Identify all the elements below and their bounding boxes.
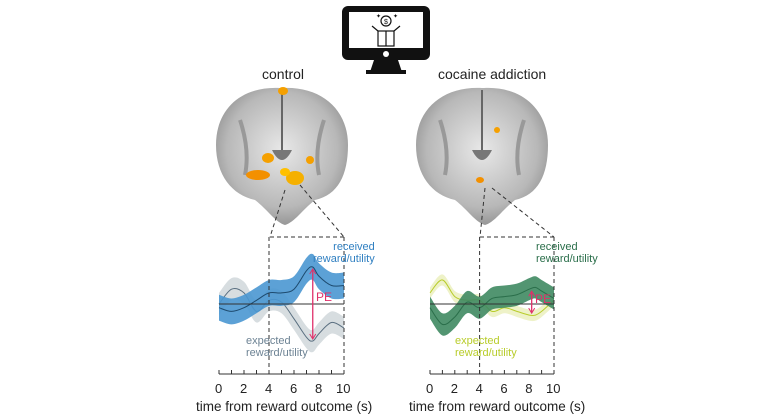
x-tick-label: 4: [475, 381, 483, 396]
label-expected-control: expected reward/utility: [246, 335, 308, 359]
x-tick-label: 6: [290, 381, 298, 396]
pe-label-addiction: PE: [535, 292, 552, 306]
x-tick-label: 0: [215, 381, 223, 396]
series-line-received: [429, 286, 555, 326]
series-line-received: [218, 266, 345, 312]
brain-control: [216, 87, 348, 225]
monitor-with-reward-box-icon: $ ✦ ✦: [340, 4, 432, 76]
x-tick-label: 10: [546, 381, 561, 396]
label-line: received: [333, 241, 375, 253]
label-line: reward/utility: [246, 347, 308, 359]
svg-text:$: $: [384, 19, 388, 26]
pe-arrowhead: [528, 307, 536, 315]
label-line: reward/utility: [455, 347, 517, 359]
x-tick-label: 8: [525, 381, 533, 396]
label-line: reward/utility: [536, 253, 598, 265]
series-line-expected: [429, 279, 555, 317]
label-line: received: [536, 241, 578, 253]
series-line-expected: [218, 287, 345, 342]
label-expected-addiction: expected reward/utility: [455, 335, 517, 359]
error-band-expected: [430, 274, 554, 322]
label-line: expected: [455, 335, 500, 347]
label-received-addiction: received reward/utility: [536, 241, 598, 265]
pe-arrowhead: [528, 290, 536, 297]
x-tick-label: 8: [315, 381, 323, 396]
brain-cocaine-addiction: [416, 87, 548, 225]
pe-arrowhead: [309, 333, 317, 340]
error-band-received: [430, 276, 554, 336]
x-axis-label-control: time from reward outcome (s): [196, 399, 373, 414]
connector-line: [269, 189, 286, 238]
x-tick-label: 6: [500, 381, 508, 396]
panel-title-cocaine-addiction: cocaine addiction: [438, 66, 547, 82]
svg-text:✦: ✦: [393, 13, 398, 20]
x-tick-label: 4: [265, 381, 273, 396]
x-tick-label: 10: [336, 381, 351, 396]
label-line: expected: [246, 335, 291, 347]
x-tick-label: 2: [450, 381, 459, 396]
connector-line: [479, 187, 486, 238]
connector-line: [299, 184, 345, 238]
x-tick-label: 0: [426, 381, 434, 396]
pe-label-control: PE: [316, 290, 333, 304]
label-received-control: received reward/utility: [313, 241, 375, 265]
connector-line: [491, 187, 555, 238]
label-line: reward/utility: [313, 253, 375, 265]
pe-arrowhead: [309, 268, 317, 275]
x-axis-label-addiction: time from reward outcome (s): [409, 399, 586, 414]
svg-text:✦: ✦: [376, 13, 381, 20]
x-tick-label: 2: [240, 381, 248, 396]
panel-title-control: control: [262, 66, 305, 82]
